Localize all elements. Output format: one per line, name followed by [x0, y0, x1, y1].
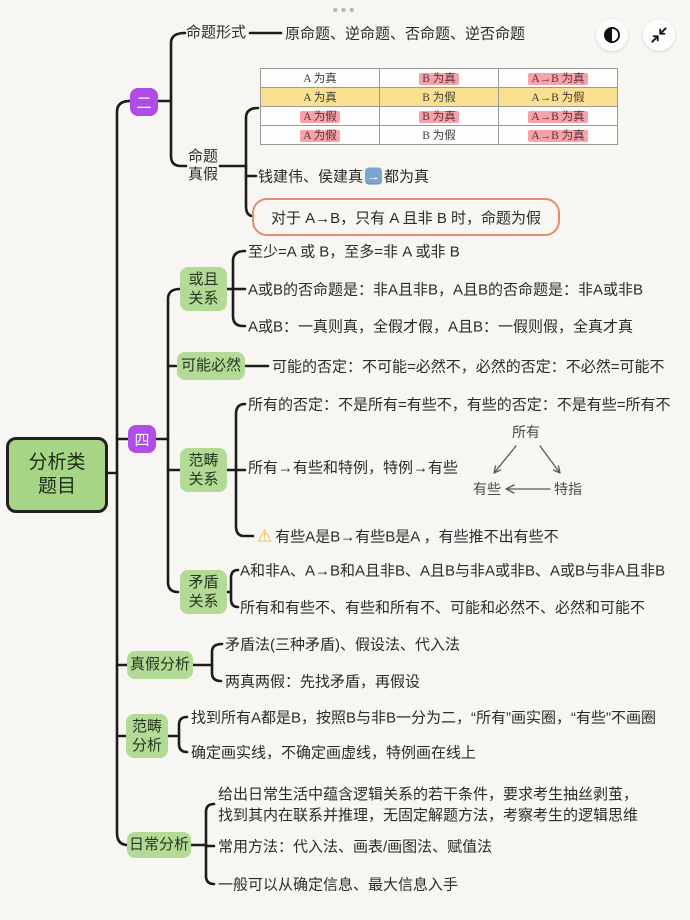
- topic-or-and-relation[interactable]: 或且 关系: [180, 267, 227, 311]
- table-row: A 为假 B 为真 A→B 为真: [260, 106, 618, 126]
- diagram-label-all: 所有: [512, 425, 540, 441]
- leaf-daily-analysis-1-line1: 给出日常生活中蕴含逻辑关系的若干条件，要求考生抽丝剥茧，: [218, 786, 639, 803]
- more-dots-button[interactable]: •••: [332, 2, 358, 19]
- topic-category-analysis-line2: 分析: [131, 737, 162, 754]
- leaf-contradiction-2[interactable]: 所有和有些不、有些和所有不、可能和必然不、必然和可能不: [240, 599, 646, 617]
- table-cell: B 为真: [379, 68, 499, 88]
- table-cell: A→B 为真: [498, 68, 618, 88]
- leaf-qianjianwei-prefix: 钱建伟、侯建真: [258, 168, 364, 186]
- topic-truth-analysis[interactable]: 真假分析: [127, 651, 193, 679]
- collapse-icon: [651, 27, 667, 43]
- leaf-proposition-forms[interactable]: 原命题、逆命题、否命题、逆否命题: [285, 25, 526, 43]
- leaf-contradiction-1[interactable]: A和非A、A→B和A且非B、A且B与非A或非B、A或B与非A且非B: [240, 562, 666, 580]
- root-label-line1: 分析类: [28, 452, 86, 474]
- collapse-button[interactable]: [643, 19, 675, 51]
- table-row: A 为假 B 为假 A→B 为真: [260, 125, 618, 145]
- table-cell: A 为假: [260, 106, 380, 126]
- leaf-daily-analysis-2[interactable]: 常用方法：代入法、画表/画图法、赋值法: [218, 838, 493, 856]
- topic-category-relation[interactable]: 范畴 关系: [180, 448, 227, 492]
- table-cell: B 为假: [379, 125, 499, 145]
- topic-category-analysis-line1: 范畴: [131, 717, 162, 735]
- leaf-category-analysis-2[interactable]: 确定画实线，不确定画虚线，特例画在线上: [191, 744, 477, 762]
- leaf-or-and-3[interactable]: A或B：一真则真，全假才假，A且B：一假则假，全真才真: [248, 318, 634, 336]
- topic-daily-analysis[interactable]: 日常分析: [127, 832, 191, 858]
- table-cell: A 为假: [260, 125, 380, 145]
- root-label-line2: 题目: [37, 476, 76, 497]
- leaf-qianjianwei-suffix: 都为真: [384, 168, 430, 186]
- topic-proposition-truth-line1: 命题: [188, 148, 219, 165]
- topic-contradiction-relation[interactable]: 矛盾 关系: [180, 570, 227, 614]
- leaf-daily-analysis-1[interactable]: 给出日常生活中蕴含逻辑关系的若干条件，要求考生抽丝剥茧， 找到其内在联系并推理，…: [218, 784, 638, 826]
- table-cell: A→B 为假: [498, 87, 618, 107]
- table-row: A 为真 B 为真 A→B 为真: [260, 68, 618, 88]
- leaf-possible-necessary[interactable]: 可能的否定：不可能=必然不，必然的否定：不必然=可能不: [272, 358, 665, 376]
- table-cell: A→B 为真: [498, 106, 618, 126]
- diagram-label-specific: 特指: [554, 482, 582, 498]
- table-cell: B 为真: [379, 106, 499, 126]
- branch-node-four[interactable]: 四: [128, 425, 156, 453]
- topic-possible-necessary[interactable]: 可能必然: [177, 352, 245, 380]
- contrast-icon: [604, 27, 620, 43]
- leaf-or-and-1[interactable]: 至少=A 或 B，至多=非 A 或非 B: [248, 243, 460, 261]
- leaf-category-3-text: 有些A是B→有些B是A ，有些推不出有些不: [275, 528, 559, 546]
- leaf-truth-analysis-1[interactable]: 矛盾法(三种矛盾)、假设法、代入法: [225, 636, 460, 654]
- proposition-false-box[interactable]: 对于 A→B，只有 A 且非 B 时，命题为假: [252, 198, 560, 236]
- topic-contradiction-line2: 关系: [188, 593, 219, 610]
- topic-category-line1: 范畴: [188, 451, 219, 469]
- diagram-label-some: 有些: [473, 482, 501, 498]
- leaf-category-3[interactable]: ⚠ 有些A是B→有些B是A ，有些推不出有些不: [257, 526, 559, 547]
- leaf-truth-analysis-2[interactable]: 两真两假：先找矛盾，再假设: [225, 673, 421, 691]
- table-cell: A 为真: [260, 87, 380, 107]
- leaf-category-analysis-1[interactable]: 找到所有A都是B，按照B与非B一分为二，“所有”画实圈，“有些”不画圈: [191, 709, 657, 727]
- topic-category-analysis[interactable]: 范畴 分析: [126, 714, 168, 758]
- table-cell: A→B 为真: [498, 125, 618, 145]
- topic-contradiction-line1: 矛盾: [188, 573, 219, 591]
- truth-table: A 为真 B 为真 A→B 为真 A 为真 B 为假 A→B 为假 A 为假 B…: [260, 68, 618, 145]
- table-cell: A 为真: [260, 68, 380, 88]
- topic-proposition-forms[interactable]: 命题形式: [186, 24, 247, 41]
- leaf-daily-analysis-1-line2: 找到其内在联系并推理，无固定解题方法，考察考生的逻辑思维: [218, 807, 639, 824]
- leaf-or-and-2[interactable]: A或B的否命题是：非A且非B，A且B的否命题是：非A或非B: [248, 281, 644, 299]
- leaf-daily-analysis-3[interactable]: 一般可以从确定信息、最大信息入手: [218, 876, 459, 894]
- topic-category-line2: 关系: [188, 471, 219, 488]
- warning-icon: ⚠: [257, 526, 273, 546]
- category-diagram: 所有 有些 特指: [473, 425, 582, 498]
- table-cell: B 为假: [379, 87, 499, 107]
- leaf-category-1[interactable]: 所有的否定：不是所有=有些不，有些的否定：不是有些=所有不: [248, 396, 671, 414]
- topic-proposition-truth-line2: 真假: [188, 166, 219, 183]
- arrow-right-emoji: →: [365, 167, 383, 185]
- root-node[interactable]: 分析类 题目: [6, 437, 108, 513]
- leaf-category-2[interactable]: 所有→有些和特例，特例→有些: [248, 459, 459, 477]
- branch-node-two[interactable]: 二: [130, 88, 158, 116]
- leaf-qianjianwei[interactable]: 钱建伟、侯建真 → 都为真: [258, 166, 429, 187]
- topic-or-and-line1: 或且: [188, 270, 219, 288]
- table-row: A 为真 B 为假 A→B 为假: [260, 87, 618, 107]
- topic-or-and-line2: 关系: [188, 290, 219, 307]
- topic-proposition-truth[interactable]: 命题 真假: [188, 148, 218, 184]
- contrast-button[interactable]: [596, 19, 628, 51]
